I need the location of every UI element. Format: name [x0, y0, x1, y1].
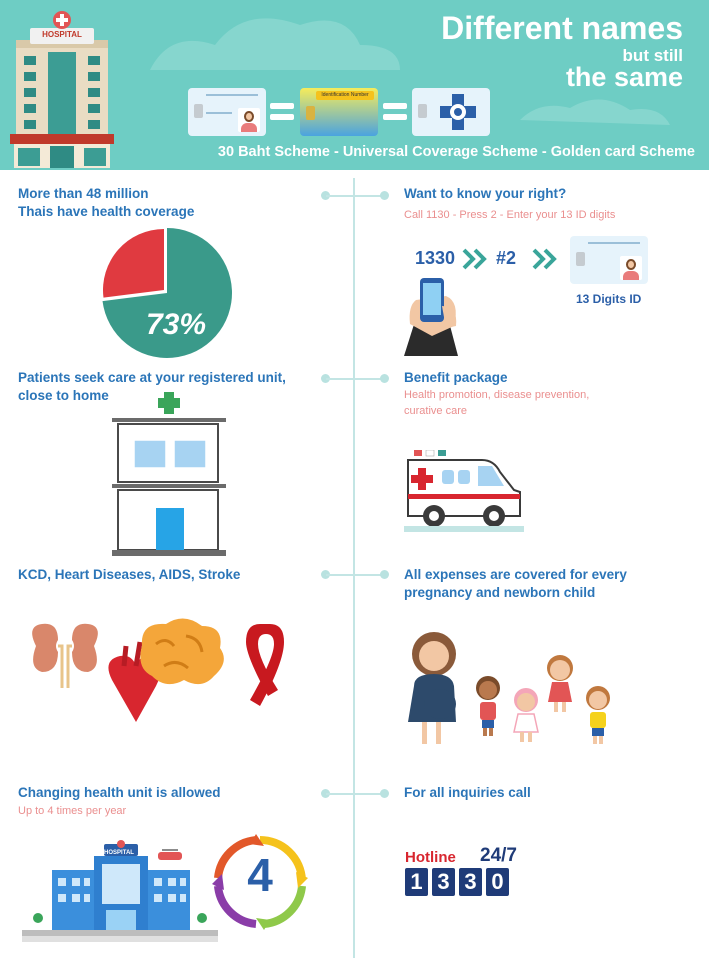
cloud-background	[150, 18, 670, 125]
change-count: 4	[247, 849, 273, 901]
equals-icon	[270, 103, 294, 120]
center-divider	[353, 178, 355, 958]
double-chevron-right-icon	[532, 248, 557, 270]
benefit-description: Health promotion, disease prevention, cu…	[404, 389, 590, 417]
child-boy-icon	[586, 686, 610, 744]
kidneys-icon	[32, 623, 98, 688]
equals-icon	[383, 103, 407, 120]
change-unit-sub: Up to 4 times per year	[18, 805, 127, 817]
pie-slice-uncovered	[103, 229, 164, 298]
card-photo-icon	[238, 108, 260, 132]
health-card	[412, 88, 490, 136]
timeline-connector	[326, 574, 384, 576]
rights-number: 1330	[415, 248, 456, 268]
child-girl-icon	[513, 688, 539, 742]
coverage-heading: More than 48 million Thais have health c…	[18, 186, 195, 219]
pregnancy-heading: All expenses are covered for every pregn…	[404, 567, 627, 600]
hotline-digit: 0	[486, 868, 509, 896]
coverage-percent-label: 73%	[146, 308, 207, 341]
title-line-2: but still	[622, 46, 683, 65]
card-chip-icon	[418, 104, 427, 118]
id-digits-label: 13 Digits ID	[576, 292, 642, 306]
timeline-dot	[380, 191, 389, 200]
identification-number-label: Identification Number	[316, 91, 374, 100]
timeline-dot	[380, 374, 389, 383]
diseases-heading: KCD, Heart Diseases, AIDS, Stroke	[18, 567, 241, 582]
timeline-dot	[380, 570, 389, 579]
timeline-dot	[380, 789, 389, 798]
clinic-building-icon	[112, 392, 226, 556]
timeline-connector	[326, 195, 384, 197]
timeline-dot	[321, 191, 330, 200]
medical-cross-logo-icon	[440, 94, 476, 130]
hotline-digit: 3	[432, 868, 455, 896]
hotline-digit: 1	[405, 868, 428, 896]
timeline-dot	[321, 374, 330, 383]
timeline-connector	[326, 378, 384, 380]
header-banner: HOSPITAL Different names but still the s…	[0, 0, 709, 170]
child-boy-icon	[476, 676, 500, 736]
hotline-label: Hotline	[405, 849, 456, 866]
title-line-3: the same	[565, 62, 683, 92]
refresh-cycle-icon	[212, 834, 308, 930]
hotline-hours: 24/7	[480, 845, 517, 866]
title-line-1: Different names	[441, 10, 683, 46]
card-photo-icon	[620, 256, 642, 280]
card-chip-icon	[194, 104, 203, 118]
pie-slice-covered	[102, 228, 232, 358]
hotline-digits: 1 3 3 0	[405, 868, 509, 896]
city-hospital-icon	[22, 840, 218, 942]
id-card-1	[188, 88, 266, 136]
identification-card: Identification Number	[300, 88, 378, 136]
ambulance-icon	[404, 450, 524, 532]
id-card-small	[570, 236, 648, 284]
rights-heading: Want to know your right?	[404, 186, 567, 201]
timeline-connector	[326, 793, 384, 795]
registered-unit-heading: Patients seek care at your registered un…	[18, 370, 286, 403]
rights-instruction: Call 1130 - Press 2 - Enter your 13 ID d…	[404, 209, 616, 221]
hospital-building-icon	[10, 11, 114, 168]
brain-icon	[140, 618, 224, 685]
organs-illustration	[32, 618, 284, 722]
family-illustration	[408, 632, 610, 744]
card-chip-icon	[576, 252, 585, 266]
double-chevron-right-icon	[462, 248, 487, 270]
coverage-pie-chart	[102, 228, 232, 358]
hand-phone-icon	[404, 278, 458, 356]
awareness-ribbon-icon	[246, 624, 284, 706]
card-chip-icon	[306, 106, 315, 120]
timeline-dot	[321, 789, 330, 798]
change-unit-heading: Changing health unit is allowed	[18, 785, 221, 800]
benefit-heading: Benefit package	[404, 370, 508, 385]
city-hospital-sign: HOSPITAL	[104, 850, 134, 856]
pregnant-mother-icon	[408, 632, 456, 744]
rights-press: #2	[496, 248, 517, 268]
hotline-digit: 3	[459, 868, 482, 896]
timeline-dot	[321, 570, 330, 579]
child-girl-icon	[547, 655, 573, 712]
inquiries-heading: For all inquiries call	[404, 785, 531, 800]
scheme-names: 30 Baht Scheme - Universal Coverage Sche…	[217, 144, 695, 160]
hospital-sign-text: HOSPITAL	[42, 30, 82, 39]
